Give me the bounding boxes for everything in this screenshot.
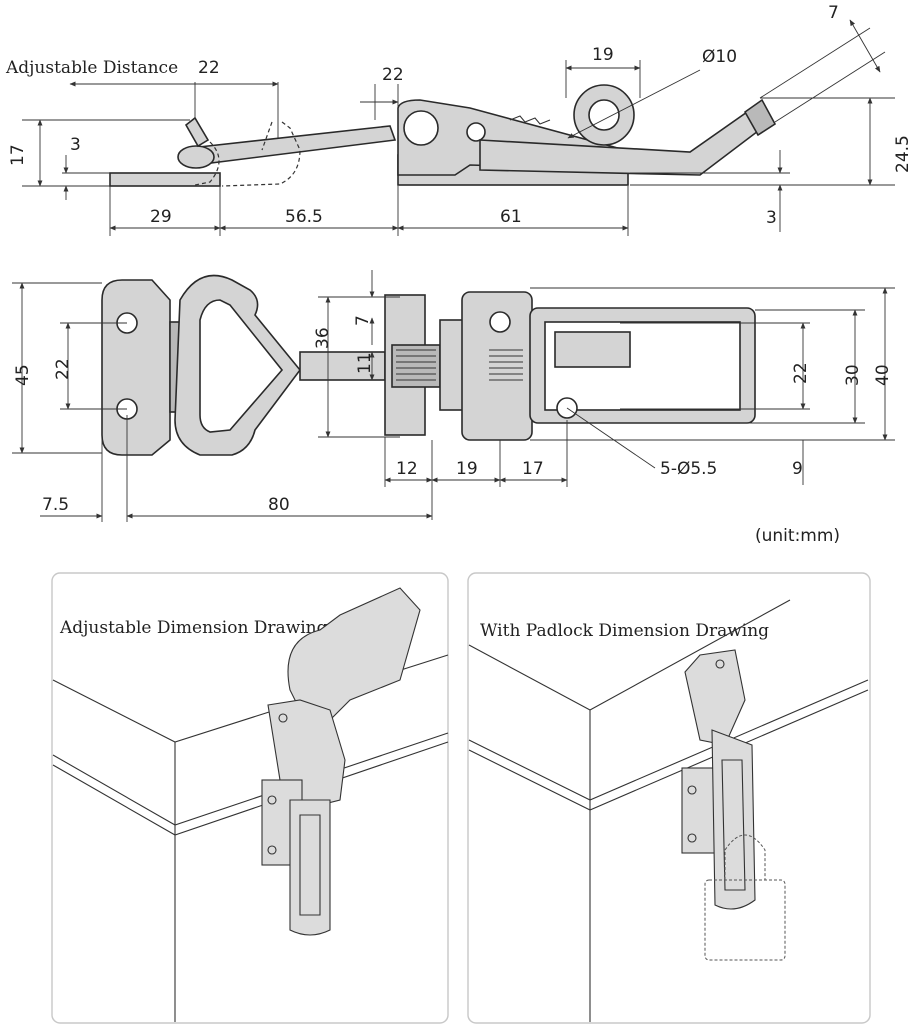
dim-45: 45: [13, 364, 33, 386]
panel-padlock: With Padlock Dimension Drawing: [467, 572, 871, 1024]
hook-plate: [101, 279, 171, 456]
thread-lines-left: [396, 349, 436, 381]
dim-7-top: 7: [828, 3, 839, 23]
dim-22-top: 22: [382, 65, 404, 85]
dim-17: 17: [8, 144, 28, 166]
panel-frame-right: [467, 572, 871, 1024]
dim-dia10: Ø10: [702, 47, 737, 67]
dim-17-bottom: 17: [522, 459, 544, 479]
screw-r2: [687, 833, 697, 843]
screw-1: [267, 795, 277, 805]
adjustable-distance-value: 22: [198, 58, 220, 78]
padlock-tab: [554, 331, 631, 368]
hook-loop: [177, 145, 215, 169]
alt-position-rod-b: [261, 121, 273, 151]
dim-30: 30: [843, 364, 863, 386]
dim-9: 9: [792, 459, 803, 479]
dim-12: 12: [396, 459, 418, 479]
dim-29: 29: [150, 207, 172, 227]
spring-coil: [509, 115, 551, 125]
screw-3: [278, 713, 288, 723]
panel-title-left: Adjustable Dimension Drawing: [59, 618, 328, 638]
dim-3-right: 3: [766, 208, 777, 228]
dim-40: 40: [873, 364, 893, 386]
padlock-ring-hole: [588, 99, 620, 131]
lever-tab: [743, 98, 777, 137]
dim-11: 11: [355, 352, 375, 374]
adjustable-distance-title: Adjustable Distance: [5, 58, 178, 78]
leader-holes: [566, 407, 656, 469]
padlock-body: [704, 879, 786, 961]
dim-3-left: 3: [70, 135, 81, 155]
leader-dia10: [567, 69, 701, 139]
dim-7-5: 7.5: [42, 495, 69, 515]
panel-adjustable: Adjustable Dimension Drawing: [51, 572, 449, 1024]
screw-2: [267, 845, 277, 855]
dim-56-5: 56.5: [285, 207, 323, 227]
top-view: 45 22 36 7 11 40 30 22 9 5-Ø5.5: [12, 270, 895, 546]
dim-36: 36: [313, 327, 333, 349]
latch-lever-r: [711, 729, 756, 910]
dim-19-bottom: 19: [456, 459, 478, 479]
latch-hook-r: [684, 649, 746, 746]
dim-19-top: 19: [592, 45, 614, 65]
dim-24-5: 24.5: [893, 135, 908, 173]
dim-holes: 5-Ø5.5: [660, 459, 717, 479]
latch-lever-slot: [299, 814, 321, 916]
dim-61: 61: [500, 207, 522, 227]
thread-lines-right: [489, 349, 523, 381]
screw-r1: [687, 785, 697, 795]
body-hole-1: [489, 311, 511, 333]
dim-22-right: 22: [791, 362, 811, 384]
pivot-hole-small: [466, 122, 486, 142]
alt-position-hook: [194, 141, 220, 186]
dim-80: 80: [268, 495, 290, 515]
latch-lever-slot-r: [721, 759, 746, 891]
screw-r3: [715, 659, 725, 669]
hook-base-plate: [109, 172, 221, 187]
ext-line: [759, 27, 871, 99]
dim-7-mid: 7: [353, 315, 373, 326]
panel-title-right: With Padlock Dimension Drawing: [480, 621, 769, 641]
thread-left: [391, 344, 441, 388]
hook-tip: [184, 116, 210, 148]
pivot-hole-large: [403, 110, 439, 146]
dim-22-left: 22: [53, 358, 73, 380]
unit-label: (unit:mm): [755, 526, 840, 546]
dim-line: [849, 19, 881, 73]
side-view: Adjustable Distance 22 22 19: [5, 3, 908, 236]
ext-line: [774, 51, 886, 123]
hook-loop-inner: [199, 299, 284, 433]
padlock-shackle: [724, 834, 766, 880]
hook-rod: [188, 125, 397, 166]
